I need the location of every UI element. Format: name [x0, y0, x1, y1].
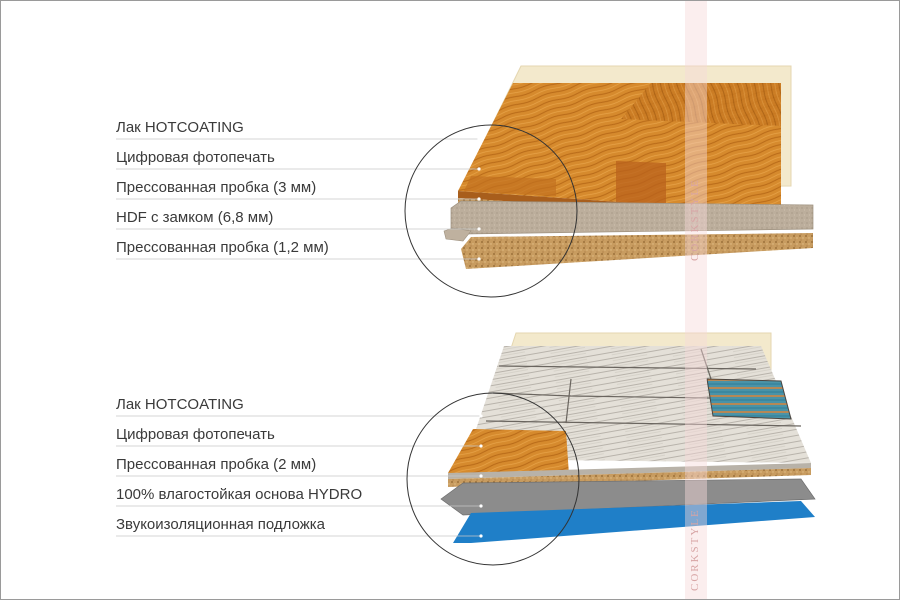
- bottom-layer-label-hydro: 100% влагостойкая основа HYDRO: [116, 486, 363, 503]
- top-layer-label-photo-print: Цифровая фотопечать: [116, 149, 275, 166]
- bottom-magnifier-circle: [406, 392, 580, 566]
- top-leader-dots: [477, 137, 481, 261]
- top-layer-label-cork-1mm: Прессованная пробка (1,2 мм): [116, 239, 329, 256]
- bottom-layer-label-underlay: Звукоизоляционная подложка: [116, 516, 326, 533]
- top-layer-label-varnish: Лак HOTCOATING: [116, 119, 244, 136]
- top-layer-stack: [443, 65, 814, 269]
- top-cork-1mm: [461, 233, 813, 269]
- bottom-leader-lines: [116, 415, 481, 537]
- bottom-layer-label-cork-2mm: Прессованная пробка (2 мм): [116, 456, 317, 473]
- bottom-leader-dots: [479, 414, 483, 538]
- bottom-layer-label-photo-print: Цифровая фотопечать: [116, 426, 275, 443]
- bottom-underlay: [453, 501, 815, 543]
- top-magnifier-circle: [404, 124, 578, 298]
- bottom-photo-print: [448, 429, 569, 475]
- watermark-band: [685, 1, 707, 599]
- watermark-top: CORKSTYLE: [689, 178, 701, 261]
- bottom-hydro-base: [440, 478, 816, 516]
- top-leader-lines: [116, 138, 479, 260]
- top-layer-label-cork-3mm: Прессованная пробка (3 мм): [116, 179, 317, 196]
- top-hdf-layer: [450, 200, 814, 235]
- watermark-bottom: CORKSTYLE: [689, 508, 701, 591]
- bottom-colored-plank: [706, 378, 792, 420]
- top-layer-label-hdf: HDF с замком (6,8 мм): [116, 209, 274, 226]
- bottom-layer-stack: [440, 332, 816, 543]
- bottom-layer-label-varnish: Лак HOTCOATING: [116, 396, 244, 413]
